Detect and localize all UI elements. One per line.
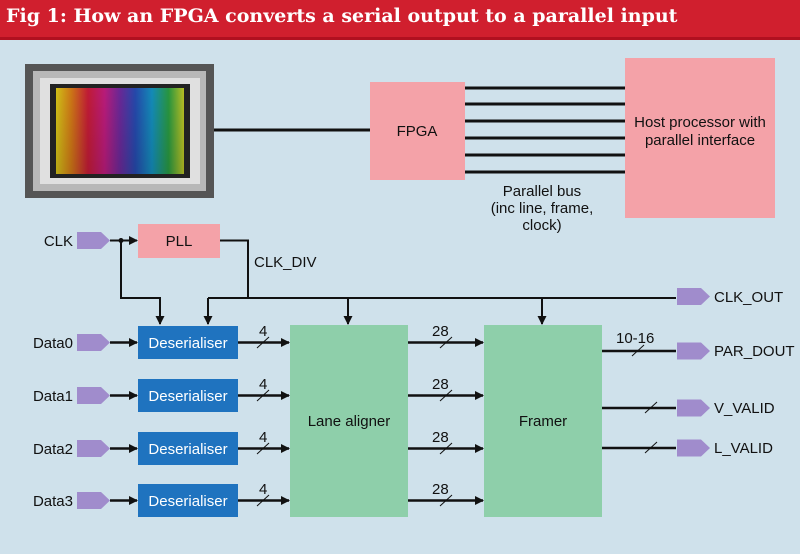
bus-width-2: 4	[259, 429, 267, 446]
parallel-bus-label-1: Parallel bus	[503, 183, 581, 200]
clk-div-label: CLK_DIV	[254, 254, 317, 271]
clk-out-label: CLK_OUT	[714, 289, 783, 306]
bus-width-28-1: 28	[432, 376, 449, 393]
fpga-label: FPGA	[397, 123, 438, 140]
data1-port	[77, 387, 110, 404]
deserialiser-1	[138, 379, 238, 412]
deserialiser-0	[138, 326, 238, 359]
data-lane-3: Data3 Deserialiser 4	[33, 481, 290, 517]
host-label-2: parallel interface	[645, 132, 755, 149]
data-lane-2: Data2 Deserialiser 4	[33, 429, 290, 465]
deserialiser-1-label: Deserialiser	[148, 388, 227, 405]
data-lane-0: Data0 Deserialiser 4	[33, 323, 290, 359]
par-width-label: 10-16	[616, 330, 654, 347]
deserialiser-3	[138, 484, 238, 517]
data0-port	[77, 334, 110, 351]
title-bar: Fig 1: How an FPGA converts a serial out…	[0, 0, 800, 37]
bus-width-0: 4	[259, 323, 267, 340]
data2-port	[77, 440, 110, 457]
data3-label: Data3	[33, 493, 73, 510]
par-dout-port	[677, 342, 710, 360]
framer-label: Framer	[519, 413, 567, 430]
l-valid-label: L_VALID	[714, 440, 773, 457]
bus-width-3: 4	[259, 481, 267, 498]
pll-label: PLL	[166, 233, 193, 250]
image-sensor-icon	[25, 64, 214, 198]
framer-outputs: 10-16 PAR_DOUT V_VALID L_VALID	[602, 330, 795, 457]
clk-out-port	[677, 288, 710, 305]
title-underline	[0, 37, 800, 40]
clk-label: CLK	[44, 233, 73, 250]
v-valid-port	[677, 399, 710, 417]
parallel-bus-label-2: (inc line, frame,	[491, 200, 594, 217]
bus-width-28-2: 28	[432, 429, 449, 446]
data2-label: Data2	[33, 441, 73, 458]
bus-width-28-0: 28	[432, 323, 449, 340]
bus-width-1: 4	[259, 376, 267, 393]
deserialiser-2-label: Deserialiser	[148, 441, 227, 458]
lane-aligner-block: Lane aligner	[290, 325, 408, 517]
deserialiser-0-label: Deserialiser	[148, 335, 227, 352]
data0-label: Data0	[33, 335, 73, 352]
deserialiser-3-label: Deserialiser	[148, 493, 227, 510]
aligned-lanes: 28 28 28 28	[408, 323, 484, 507]
data1-label: Data1	[33, 388, 73, 405]
framer-block: Framer	[484, 325, 602, 517]
parallel-bus	[465, 86, 625, 174]
figure-title: Fig 1: How an FPGA converts a serial out…	[6, 5, 678, 27]
bus-width-28-3: 28	[432, 481, 449, 498]
clk-port	[77, 232, 110, 249]
data3-port	[77, 492, 110, 509]
v-valid-label: V_VALID	[714, 400, 775, 417]
host-label-1: Host processor with	[634, 114, 766, 131]
l-valid-port	[677, 439, 710, 457]
host-processor-block: Host processor with parallel interface	[625, 58, 775, 218]
data-lane-1: Data1 Deserialiser 4	[33, 376, 290, 412]
pll-block: PLL	[138, 224, 220, 258]
fpga-block: FPGA	[370, 82, 465, 180]
parallel-bus-label-3: clock)	[522, 217, 561, 234]
lane-aligner-label: Lane aligner	[308, 413, 391, 430]
par-dout-label: PAR_DOUT	[714, 343, 795, 360]
deserialiser-2	[138, 432, 238, 465]
